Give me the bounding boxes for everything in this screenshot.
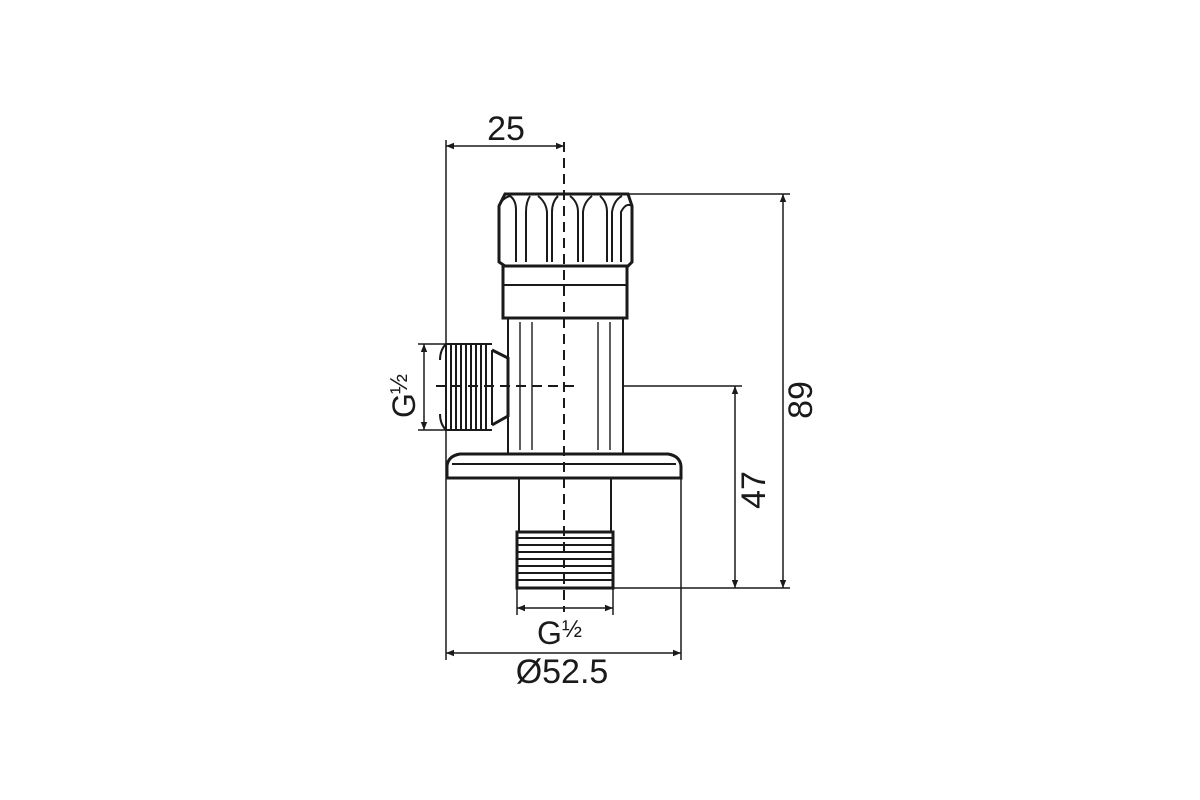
dimension-lines (420, 142, 787, 657)
side-thread-label: G ½ (386, 374, 422, 418)
handwheel (497, 192, 634, 268)
dim-label-89: 89 (782, 381, 820, 419)
side-thread-frac: ½ (386, 374, 413, 394)
side-outlet-thread (439, 343, 510, 431)
dim-label-25: 25 (487, 110, 525, 148)
bottom-thread-frac: ½ (562, 616, 582, 643)
extension-lines (418, 140, 790, 660)
center-lines (436, 142, 578, 612)
dim-label-47: 47 (735, 471, 773, 509)
bottom-thread-main: G (537, 615, 562, 651)
side-thread-main: G (386, 393, 422, 418)
dim-label-diameter: Ø52.5 (516, 653, 609, 691)
